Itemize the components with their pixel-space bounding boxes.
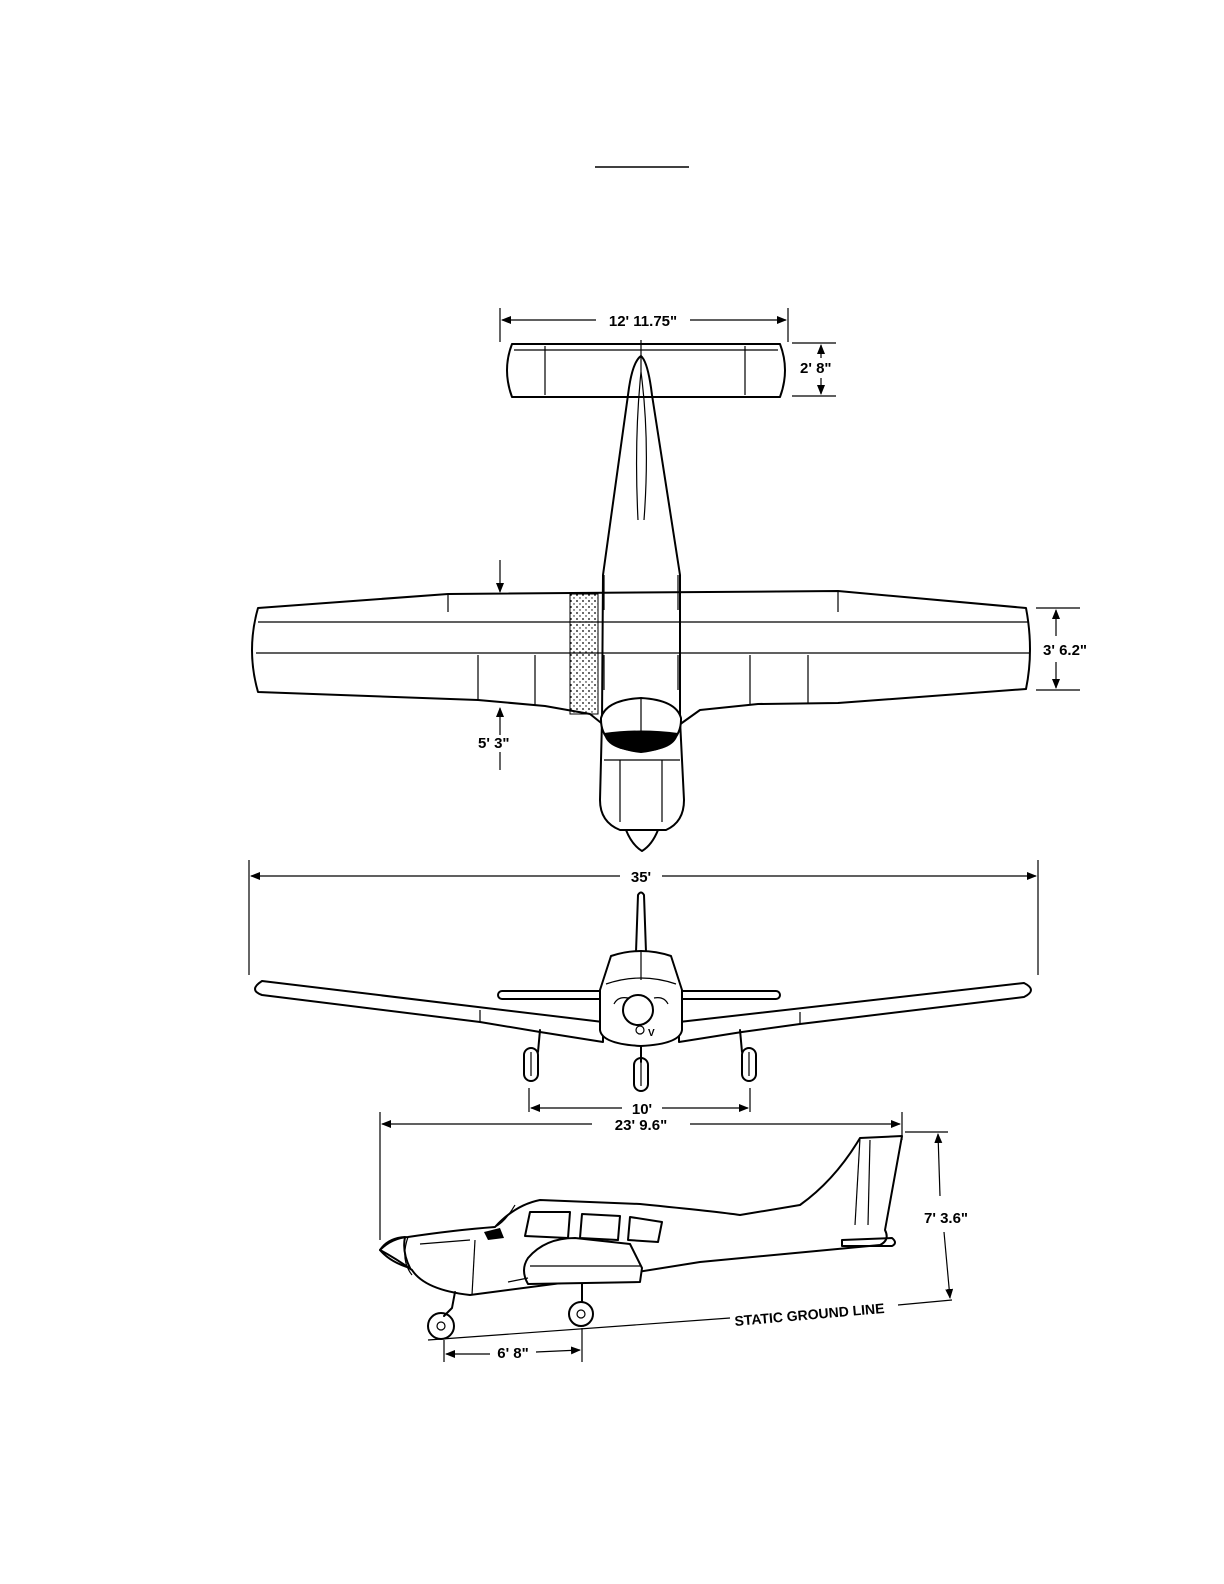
side-view: 23' 9.6" <box>380 1112 968 1362</box>
front-right-gear <box>740 1030 756 1081</box>
dim-stabilizer-span: 12' 11.75" <box>609 313 677 330</box>
flap-stippled-area <box>570 594 598 714</box>
top-view: 12' 11.75" 2' 8" 3' 6.2" 5' 3" <box>252 308 1087 851</box>
front-fin <box>636 893 646 953</box>
side-window-rear <box>628 1217 662 1242</box>
dim-overall-length: 23' 9.6" <box>615 1117 667 1134</box>
dim-overall-height: 7' 3.6" <box>924 1210 968 1227</box>
side-main-gear <box>569 1284 593 1326</box>
side-window-middle <box>580 1214 620 1240</box>
side-wing <box>524 1238 642 1284</box>
dim-wheelbase: 6' 8" <box>497 1345 529 1362</box>
side-nose-gear <box>428 1292 455 1339</box>
top-horizontal-stabilizer <box>507 344 785 397</box>
ground-line-label: STATIC GROUND LINE <box>734 1300 885 1329</box>
dim-wing-root-chord: 5' 3" <box>478 735 510 752</box>
side-window-front <box>525 1212 570 1238</box>
front-view: 35' V <box>249 860 1038 1118</box>
dim-main-gear-track: 10' <box>632 1101 652 1118</box>
top-fuselage <box>600 340 684 851</box>
dim-wingspan: 35' <box>631 869 651 886</box>
dim-wing-tip-chord: 3' 6.2" <box>1043 642 1087 659</box>
front-left-gear <box>524 1030 540 1081</box>
svg-text:V: V <box>648 1028 655 1039</box>
front-nose-gear <box>634 1046 648 1091</box>
dim-stabilizer-chord: 2' 8" <box>800 360 832 377</box>
